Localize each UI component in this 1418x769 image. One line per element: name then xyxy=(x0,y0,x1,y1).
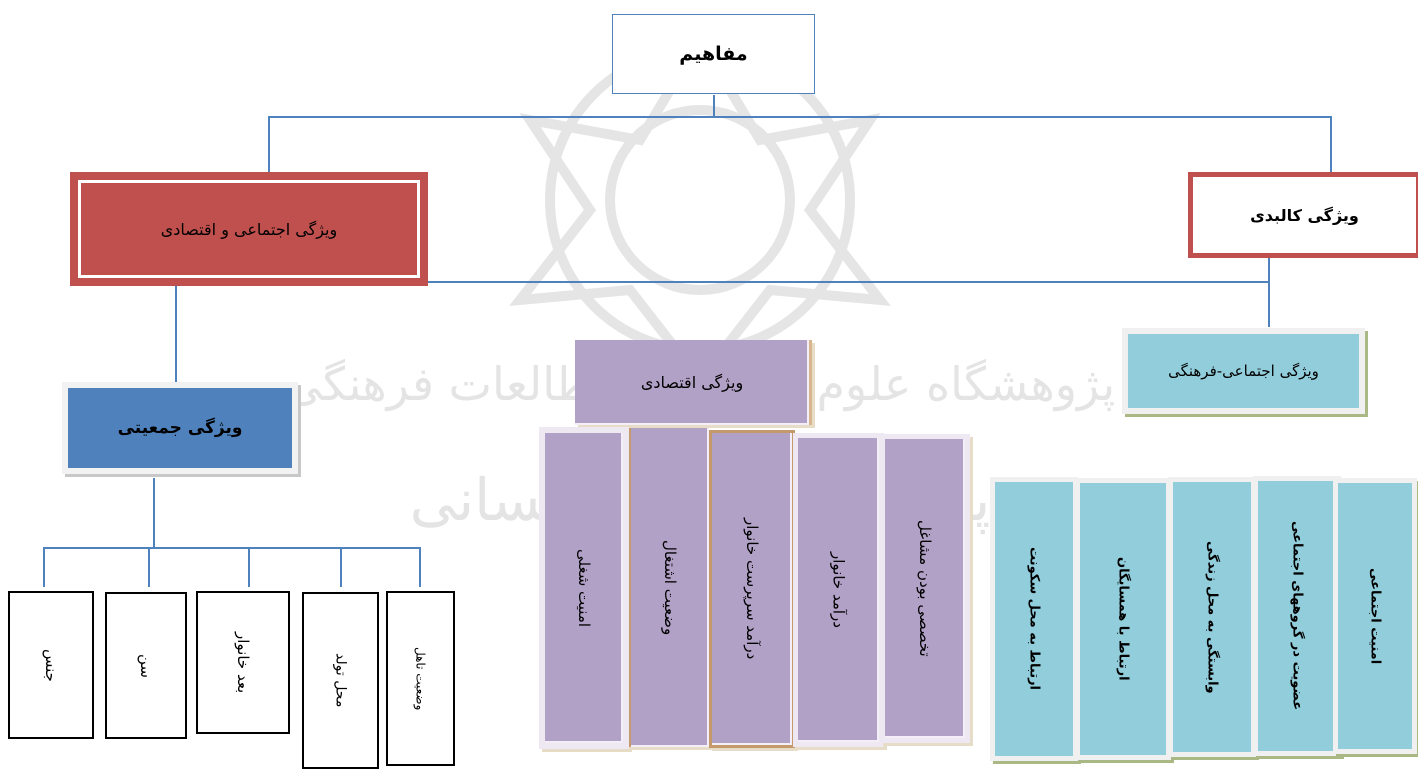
demographic-item: وضعیت تاهل xyxy=(386,591,455,766)
demographic-label: ویژگی جمعیتی xyxy=(117,418,243,438)
connector xyxy=(713,95,715,117)
root-label: مفاهیم xyxy=(679,43,748,65)
connector xyxy=(43,547,421,549)
connector xyxy=(419,547,421,587)
physical-box: ویژگی کالبدی xyxy=(1188,172,1418,258)
connector xyxy=(43,547,45,587)
demographic-box: ویژگی جمعیتی xyxy=(62,382,298,474)
socio-economic-label: ویژگی اجتماعی و اقتصادی xyxy=(160,219,338,239)
connector xyxy=(1268,257,1270,327)
demographic-item: جنس xyxy=(8,591,94,739)
connector xyxy=(340,547,342,587)
connector xyxy=(148,547,150,587)
socio-cultural-box: ویژگی اجتماعی-فرهنگی xyxy=(1122,328,1365,414)
connector xyxy=(120,281,1270,283)
economic-item: تخصصی بودن مشاغل xyxy=(880,434,970,743)
socio-cultural-item: عضویت در گروههای اجتماعی xyxy=(1253,476,1341,756)
connector xyxy=(268,116,1331,118)
demographic-item: سن xyxy=(105,592,187,739)
socio-cultural-item: ارتباط با همسایگان xyxy=(1075,478,1171,760)
economic-item: وضعیت اشتغال xyxy=(629,428,709,747)
connector xyxy=(268,116,270,174)
economic-item: درآمد خانوار xyxy=(793,433,884,747)
root-concepts-box: مفاهیم xyxy=(612,14,815,94)
economic-box: ویژگی اقتصادی xyxy=(575,340,812,425)
economic-item: امنیت شغلی xyxy=(539,427,629,749)
demographic-item: محل تولد xyxy=(302,592,379,769)
connector xyxy=(248,547,250,587)
socio-economic-box: ویژگی اجتماعی و اقتصادی xyxy=(70,172,428,286)
demographic-item: بعد خانوار xyxy=(196,591,290,734)
economic-item: درآمد سرپرست خانوار xyxy=(709,430,795,748)
socio-cultural-item: وابستگی به محل زندگی xyxy=(1168,477,1256,757)
socio-cultural-item: امنیت اجتماعی xyxy=(1333,478,1417,754)
physical-label: ویژگی کالبدی xyxy=(1250,205,1359,225)
connector xyxy=(175,283,177,383)
socio-cultural-item: ارتباط به محل سکونت xyxy=(990,477,1078,761)
socio-cultural-label: ویژگی اجتماعی-فرهنگی xyxy=(1168,362,1319,380)
connector xyxy=(153,478,155,548)
economic-label: ویژگی اقتصادی xyxy=(640,373,744,392)
connector xyxy=(1330,116,1332,172)
